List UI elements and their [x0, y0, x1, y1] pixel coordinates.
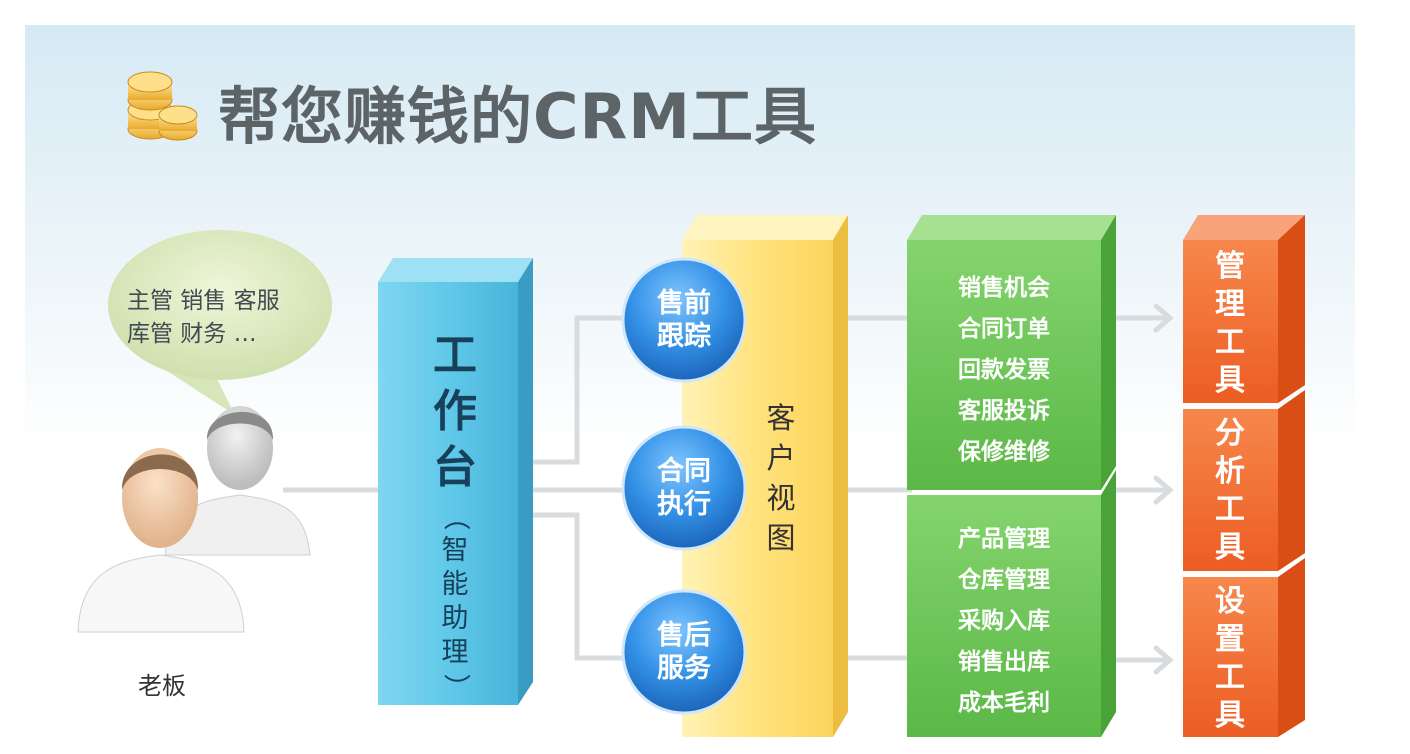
list-item: 销售机会 [958, 275, 1050, 301]
list-item: 客服投诉 [958, 398, 1050, 424]
analysis-tools-label: 分析工具 [1215, 416, 1245, 565]
tool-box-management [1183, 215, 1305, 403]
green-box-sales [907, 215, 1116, 490]
sales-module-list: 销售机会 合同订单 回款发票 客服投诉 保修维修 [904, 268, 1104, 473]
arrow-right-icon [1153, 303, 1174, 675]
list-item: 回款发票 [958, 357, 1050, 383]
circle-presales [621, 257, 747, 383]
list-item: 采购入库 [958, 608, 1050, 634]
circle-aftersales-label: 售后服务 [657, 620, 711, 684]
customer-view-label: 客 户 视 图 [766, 401, 796, 555]
list-item: 保修维修 [958, 439, 1050, 465]
connector-lines [283, 315, 1168, 663]
circle-contract-label: 合同执行 [657, 456, 711, 520]
list-item: 合同订单 [958, 316, 1050, 342]
circle-presales-label: 售前跟踪 [657, 288, 711, 352]
tool-box-settings [1183, 558, 1305, 737]
inventory-module-list: 产品管理 仓库管理 采购入库 销售出库 成本毛利 [904, 519, 1104, 724]
list-item: 仓库管理 [958, 567, 1050, 593]
workstation-sublabel: （ 智 能 助 理 ） [440, 503, 471, 701]
list-item: 成本毛利 [958, 690, 1050, 716]
settings-tools-label: 设置工具 [1215, 584, 1245, 733]
page-title: 帮您赚钱的CRM工具 [218, 80, 817, 153]
person-icon [164, 406, 311, 556]
workstation-box [378, 258, 533, 705]
bubble-line-1: 主管 销售 客服 [127, 288, 280, 314]
green-box-inventory [907, 470, 1116, 737]
management-tools-label: 管理工具 [1215, 249, 1245, 398]
person-icon [77, 448, 245, 633]
boss-label: 老板 [138, 672, 186, 700]
list-item: 销售出库 [958, 649, 1050, 675]
circle-aftersales [621, 589, 747, 715]
workstation-label: 工 作 台 [433, 330, 477, 493]
circle-contract [621, 425, 747, 551]
coins-icon [127, 71, 198, 141]
list-item: 产品管理 [958, 526, 1050, 552]
speech-bubble [108, 230, 332, 415]
tool-box-analysis [1183, 390, 1305, 571]
bubble-line-2: 库管 财务 … [127, 321, 257, 347]
